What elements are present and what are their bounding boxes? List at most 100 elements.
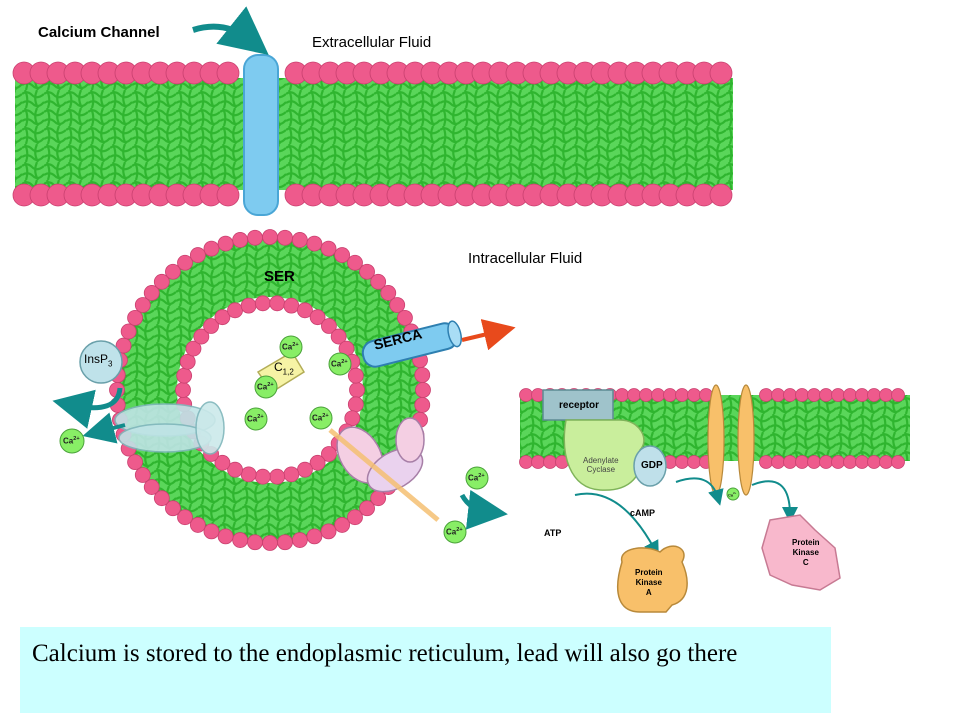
ser-lipid-head <box>347 367 364 384</box>
camp-label: cAMP <box>630 508 656 518</box>
signaling-lipid-head <box>675 455 689 469</box>
calcium-ion <box>254 375 278 399</box>
signaling-lipid-head <box>519 388 533 402</box>
insp3-arrow <box>52 387 123 429</box>
ca-text: Ca <box>257 382 268 392</box>
ser-lipid-head <box>193 328 210 345</box>
ser-lipid-head <box>175 382 191 398</box>
pka-line-3: A <box>645 588 652 597</box>
signaling-lipid-head <box>879 455 893 469</box>
signaling-lipid-head <box>531 455 545 469</box>
signaling-lipid-head <box>819 455 833 469</box>
calcium-ion-label: Ca2+ <box>446 527 463 537</box>
ca-superscript: 2+ <box>292 341 299 348</box>
ser-lipid-head <box>165 263 181 280</box>
ser-lipid-head <box>277 534 293 551</box>
calcium-ion-label: Ca2+ <box>282 342 299 352</box>
gdp-label: GDP <box>641 460 663 471</box>
ryanodine-channel <box>336 417 425 493</box>
pka-line-2: Kinase <box>635 578 662 587</box>
ca-superscript: 2+ <box>456 526 463 533</box>
ser-lipid-head <box>349 382 365 398</box>
signaling-lipid-head <box>891 455 905 469</box>
calcium-ion-label: Ca2+ <box>728 491 736 497</box>
signaling-lipid-head <box>831 388 845 402</box>
ser-lipid-head <box>217 528 234 545</box>
ser-lipid-head <box>291 232 308 248</box>
signaling-lipid-head <box>759 388 773 402</box>
ser-lipid-head <box>153 273 170 290</box>
ser-lipid-head <box>203 240 220 257</box>
signaling-lipid-head <box>759 455 773 469</box>
ca-text: Ca <box>331 359 342 369</box>
camp-arrow <box>574 492 659 558</box>
ser-lipid-head <box>247 534 263 551</box>
ser-lipid-head <box>309 309 326 326</box>
ser-lipid-head <box>143 285 160 301</box>
serca-red-arrow <box>461 319 516 351</box>
ser-lipid-head <box>359 500 375 517</box>
ser-lipid-head <box>380 285 397 301</box>
ca-superscript: 2+ <box>478 472 485 479</box>
membrane-head-row-lower <box>12 183 733 207</box>
ser-lipid-head <box>214 454 231 471</box>
ca-release-arrow-left <box>82 412 126 444</box>
ser-lipid-head <box>277 229 293 246</box>
signaling-lipid-head <box>663 388 677 402</box>
atp-label: ATP <box>544 528 562 538</box>
ser-lipid-head <box>240 466 257 483</box>
signaling-lipid-head <box>867 455 881 469</box>
ca-superscript: 2+ <box>322 412 329 419</box>
lipid-head <box>709 61 733 85</box>
plasma-membrane <box>12 61 733 207</box>
ser-lipid-head <box>415 382 431 398</box>
ser-lipid-head <box>269 295 286 312</box>
ser-lipid-head <box>120 323 137 340</box>
signaling-lipid-head <box>855 388 869 402</box>
c12-subscript: 1,2 <box>282 367 294 377</box>
ser-lipid-head <box>203 318 219 334</box>
signaling-lipid-head <box>891 388 905 402</box>
ser-lipid-head <box>309 454 326 471</box>
signaling-lipid-head <box>783 388 797 402</box>
calcium-channel-label: Calcium Channel <box>38 24 160 41</box>
caption-text: Calcium is stored to the endoplasmic ret… <box>32 640 738 667</box>
insp3-subscript: 3 <box>108 359 113 369</box>
protein-kinase-c <box>761 514 841 591</box>
ca-superscript: 2+ <box>73 435 80 442</box>
calcium-ions <box>59 335 740 544</box>
ser-lipid-head <box>321 446 337 462</box>
ser-lipid-head <box>227 302 243 319</box>
signaling-lipid-head <box>879 388 893 402</box>
ser-lipid-head <box>347 509 363 526</box>
pkc-line-1: Protein <box>792 538 820 547</box>
channel-pointer-arrow <box>192 6 269 55</box>
calcium-ion-label: Ca2+ <box>257 382 274 392</box>
ser-lipid-head <box>359 263 375 280</box>
ser-lipid-head <box>115 337 132 354</box>
calcium-ion <box>244 407 268 431</box>
ser-lipid-head <box>214 309 231 326</box>
ser-lipid-head <box>177 254 193 271</box>
insp3-text: InsP <box>84 352 109 366</box>
ca-text: Ca <box>446 527 457 537</box>
ser-lipid-head <box>334 517 351 533</box>
ser-label: SER <box>264 268 295 285</box>
ser-lipid-head <box>240 297 257 314</box>
membrane-head-row-upper <box>12 61 733 85</box>
calcium-ion <box>59 428 85 454</box>
ser-lipid-head <box>347 396 364 413</box>
ca-superscript: 2+ <box>341 358 348 365</box>
calcium-ion <box>443 520 467 544</box>
ser-lipid-head <box>262 535 278 551</box>
ser-lipid-head <box>334 247 351 263</box>
ser-lipid-head <box>134 297 151 313</box>
calcium-ion-label: Ca2+ <box>312 413 329 423</box>
ser-lipid-head <box>269 468 286 485</box>
ser-lipid-head <box>262 229 278 245</box>
signaling-lipid-head <box>687 388 701 402</box>
ser-lipid-head <box>203 523 220 540</box>
lipid-head <box>216 61 240 85</box>
